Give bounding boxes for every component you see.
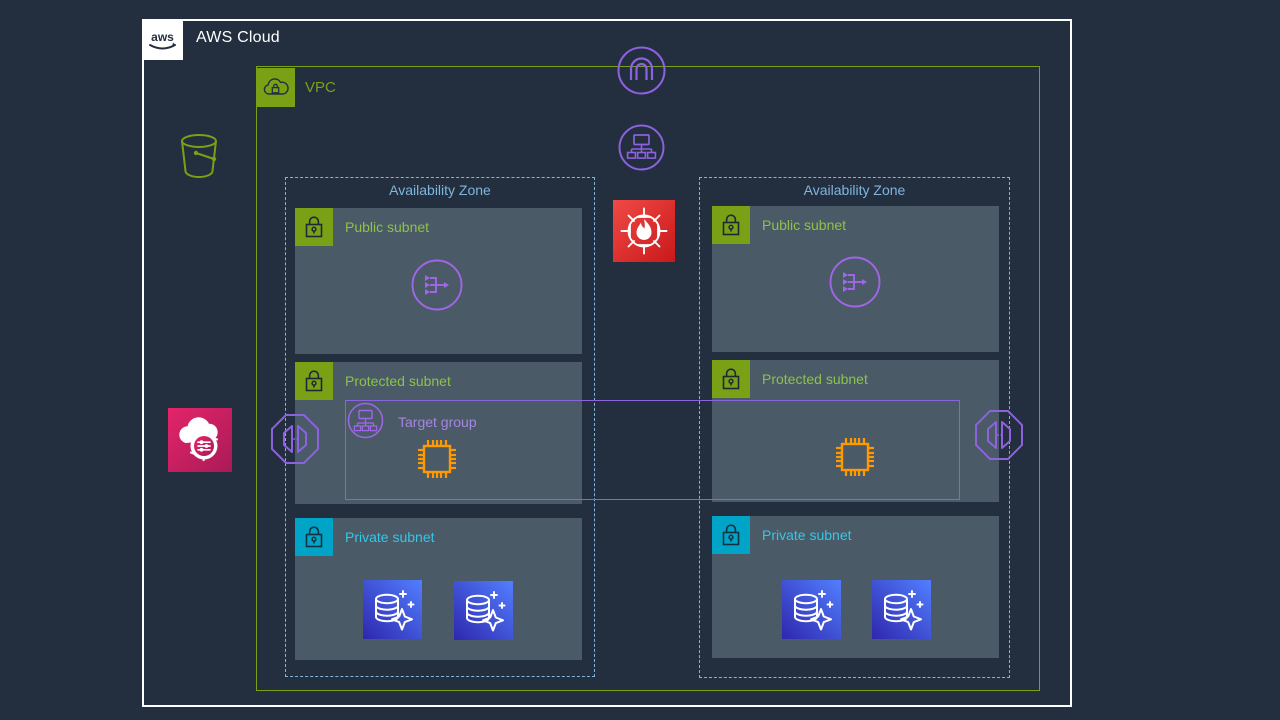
database-icon	[363, 580, 422, 639]
nat-gateway-icon	[829, 256, 881, 308]
aws-cloud-boundary	[142, 19, 1072, 707]
route-table-icon	[618, 124, 665, 171]
subnet-public-right-label: Public subnet	[762, 217, 847, 233]
ec2-instance-icon	[831, 433, 879, 481]
padlock-icon	[712, 360, 750, 398]
database-icon	[454, 581, 513, 640]
vpc-cloud-lock-icon	[256, 68, 295, 107]
subnet-private-right: Private subnet	[712, 516, 999, 658]
availability-zone-left	[285, 177, 595, 677]
padlock-icon	[295, 518, 333, 556]
target-group-boundary	[345, 400, 960, 500]
padlock-icon	[295, 362, 333, 400]
s3-bucket-icon	[174, 130, 226, 182]
target-group-icon	[347, 402, 384, 439]
elastic-load-balancer-icon	[974, 409, 1024, 461]
vpc-boundary	[256, 66, 1040, 691]
subnet-public-left: Public subnet	[295, 208, 582, 354]
internet-gateway-icon	[617, 46, 666, 95]
subnet-protected-left-label: Protected subnet	[345, 373, 451, 389]
cloudfront-icon	[168, 408, 232, 472]
target-group-label: Target group	[398, 414, 477, 430]
subnet-public-left-label: Public subnet	[345, 219, 430, 235]
network-firewall-icon	[613, 200, 675, 262]
nat-gateway-icon	[411, 259, 463, 311]
aws-logo-icon: aws	[142, 20, 183, 60]
subnet-public-right: Public subnet	[712, 206, 999, 352]
subnet-private-right-label: Private subnet	[762, 527, 852, 543]
availability-zone-right-label: Availability Zone	[803, 182, 906, 198]
elastic-load-balancer-icon	[270, 413, 320, 465]
subnet-protected-left: Protected subnet	[295, 362, 582, 504]
padlock-icon	[712, 516, 750, 554]
subnet-protected-right-label: Protected subnet	[762, 371, 868, 387]
vpc-label: VPC	[305, 79, 336, 96]
aws-cloud-label: AWS Cloud	[196, 29, 280, 46]
availability-zone-left-label: Availability Zone	[389, 182, 491, 198]
subnet-private-left: Private subnet	[295, 518, 582, 660]
svg-text:aws: aws	[151, 30, 174, 44]
database-icon	[872, 580, 931, 639]
subnet-protected-right: Protected subnet	[712, 360, 999, 502]
ec2-instance-icon	[413, 435, 461, 483]
subnet-private-left-label: Private subnet	[345, 529, 435, 545]
database-icon	[782, 580, 841, 639]
padlock-icon	[295, 208, 333, 246]
padlock-icon	[712, 206, 750, 244]
